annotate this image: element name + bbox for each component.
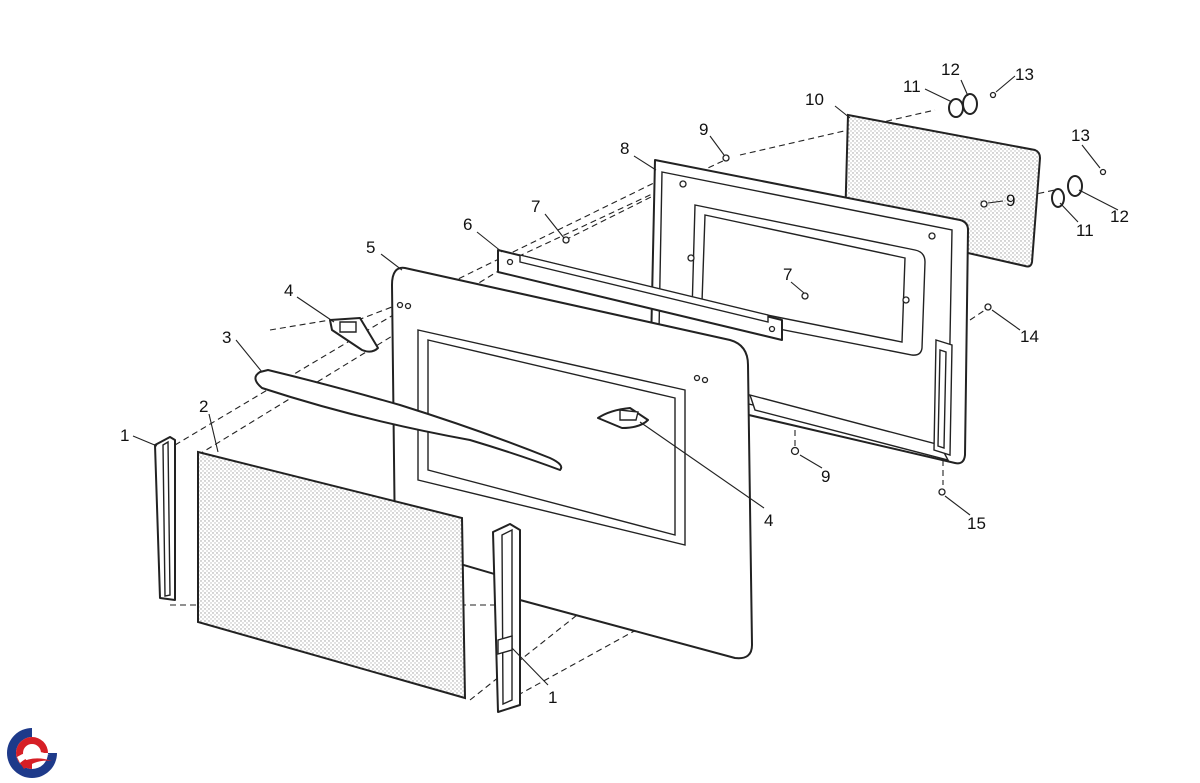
callout-1-left: 1 bbox=[120, 426, 129, 445]
callout-9-bottom: 9 bbox=[821, 467, 830, 486]
screw-13-top bbox=[989, 91, 997, 99]
callout-5: 5 bbox=[366, 238, 375, 257]
callout-11-right: 11 bbox=[1076, 221, 1094, 240]
callout-11-top: 11 bbox=[903, 77, 921, 96]
glass-clips-right bbox=[1051, 175, 1083, 208]
screw-15 bbox=[938, 488, 946, 496]
callout-13-right: 13 bbox=[1071, 126, 1090, 145]
outer-door-panel bbox=[391, 266, 753, 660]
callout-7-top: 7 bbox=[531, 197, 540, 216]
callout-3: 3 bbox=[222, 328, 231, 347]
side-trim-left bbox=[154, 436, 176, 601]
callout-4-right: 4 bbox=[764, 511, 773, 530]
front-glass-panel bbox=[197, 450, 467, 700]
callout-6: 6 bbox=[463, 215, 472, 234]
callout-9-top: 9 bbox=[699, 120, 708, 139]
callout-12-right: 12 bbox=[1110, 207, 1129, 226]
screw-9-bottom bbox=[790, 446, 800, 456]
callout-15: 15 bbox=[967, 514, 986, 533]
door-handle bbox=[254, 369, 563, 471]
callout-7-mid: 7 bbox=[783, 265, 792, 284]
callout-13-top: 13 bbox=[1015, 65, 1034, 84]
brand-swirl-logo bbox=[5, 726, 59, 780]
screw-13-right bbox=[1099, 168, 1107, 176]
hardware-screws bbox=[562, 91, 1107, 496]
callout-2: 2 bbox=[199, 397, 208, 416]
screw-14 bbox=[984, 303, 992, 311]
callout-10: 10 bbox=[805, 90, 824, 109]
callout-14: 14 bbox=[1020, 327, 1039, 346]
screw-7-mid bbox=[801, 292, 809, 300]
screw-7-top bbox=[562, 236, 570, 244]
leader-lines bbox=[132, 75, 1119, 686]
screw-9-right bbox=[980, 200, 988, 208]
callout-4-left: 4 bbox=[284, 281, 293, 300]
top-channel-bracket bbox=[497, 249, 783, 341]
callout-8: 8 bbox=[620, 139, 629, 158]
callout-12-top: 12 bbox=[941, 60, 960, 79]
inner-door-frame bbox=[649, 159, 969, 465]
screw-9-top bbox=[722, 154, 730, 162]
handle-end-cap-left bbox=[329, 317, 379, 353]
side-trim-right bbox=[492, 523, 521, 713]
callout-labels: 1 1 2 3 4 4 5 6 7 7 8 9 9 9 10 11 11 12 … bbox=[120, 60, 1129, 707]
handle-end-cap-right bbox=[597, 407, 649, 429]
callout-9-right: 9 bbox=[1006, 191, 1015, 210]
glass-clips-top bbox=[948, 93, 978, 118]
callout-1-bottom: 1 bbox=[548, 688, 557, 707]
